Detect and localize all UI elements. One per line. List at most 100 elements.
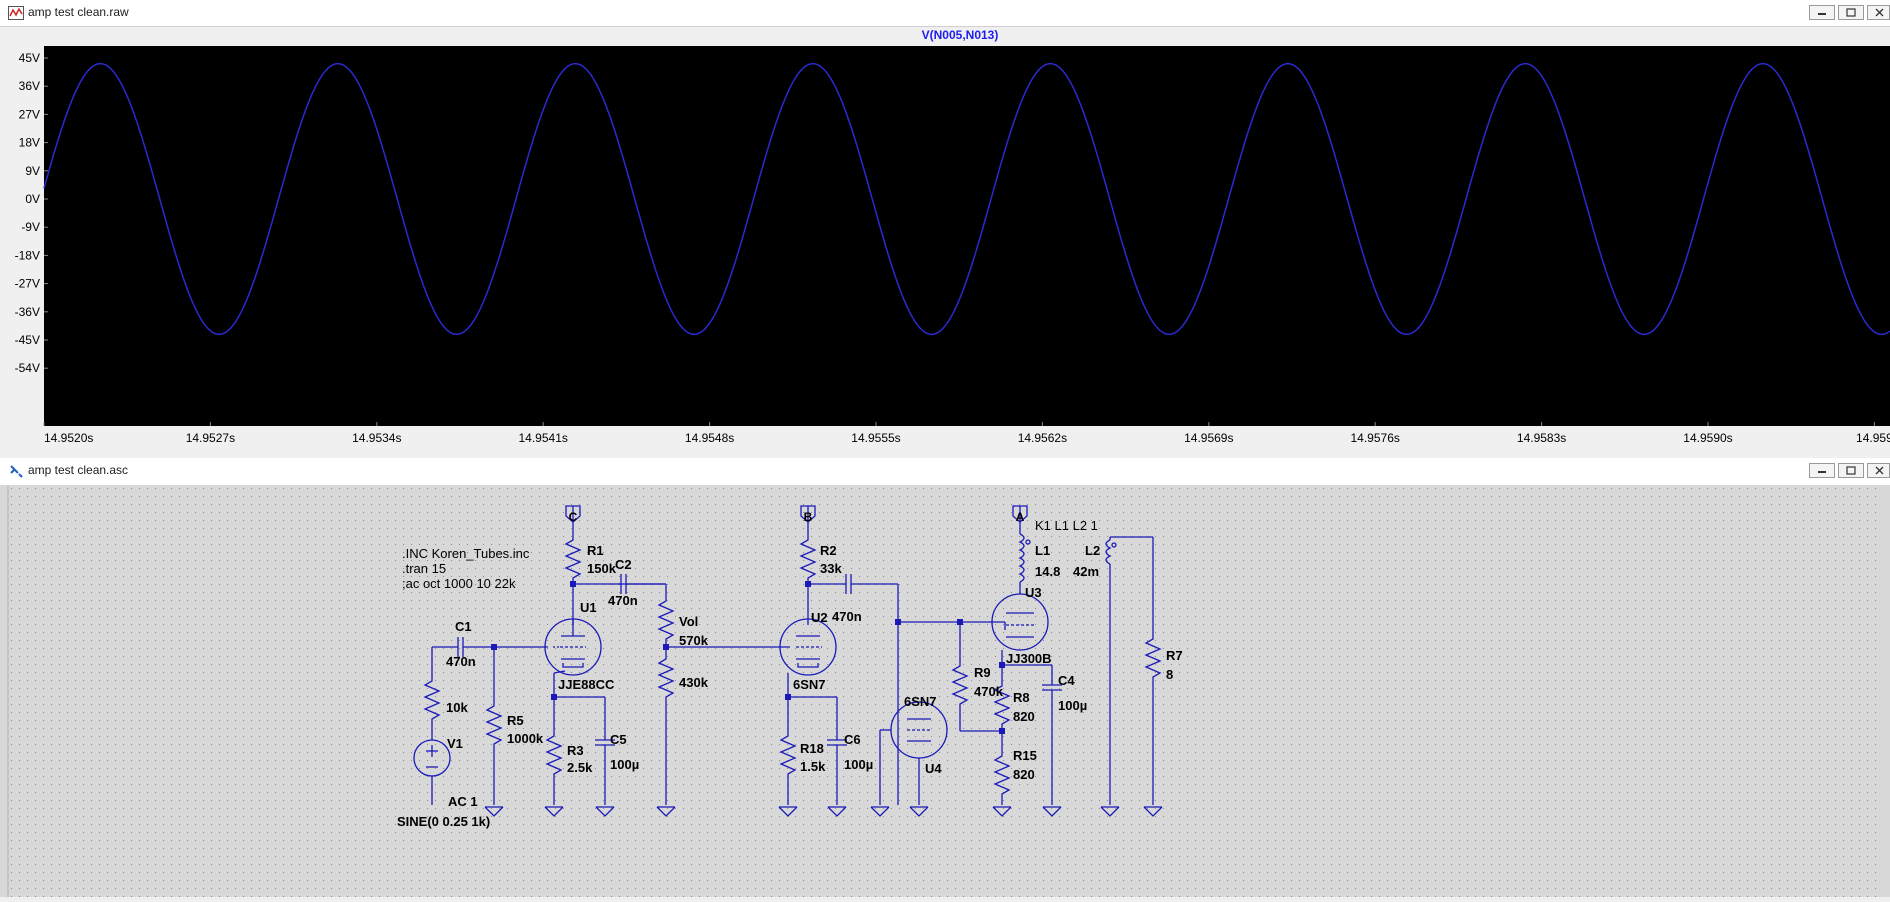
r9-value[interactable]: 470k [974, 684, 1004, 699]
r1-label[interactable]: R1 [587, 543, 604, 558]
close-icon [1875, 466, 1884, 475]
c6-value[interactable]: 100µ [844, 757, 873, 772]
voltage-trace [43, 62, 1890, 336]
directive-ac[interactable]: ;ac oct 1000 10 22k [402, 576, 516, 591]
y-tick-label: 0V [25, 192, 40, 206]
vol-label[interactable]: Vol [679, 614, 698, 629]
x-tick-label: 14.9569s [1184, 431, 1233, 445]
schematic-window-title: amp test clean.asc [28, 463, 129, 477]
directive-tran[interactable]: .tran 15 [402, 561, 446, 576]
c4-label[interactable]: C4 [1058, 673, 1075, 688]
waveform-icon [8, 6, 24, 20]
directive-inc[interactable]: .INC Koren_Tubes.inc [402, 546, 530, 561]
r-input-value[interactable]: 10k [446, 700, 468, 715]
l1-value[interactable]: 14.8 [1035, 564, 1060, 579]
vol-value-1[interactable]: 570k [679, 633, 709, 648]
r2-label[interactable]: R2 [820, 543, 837, 558]
minimize-icon [1818, 13, 1826, 15]
schematic-window-titlebar[interactable]: amp test clean.asc [0, 458, 1890, 486]
plot-window-titlebar[interactable]: amp test clean.raw [0, 0, 1890, 27]
y-tick-label: 36V [19, 79, 40, 93]
u4-label[interactable]: U4 [925, 761, 942, 776]
y-tick-label: 9V [25, 164, 40, 178]
r3-value[interactable]: 2.5k [567, 760, 593, 775]
x-tick-label: 14.9583s [1517, 431, 1566, 445]
c4-value[interactable]: 100µ [1058, 698, 1087, 713]
close-button-2[interactable] [1867, 463, 1890, 478]
schematic-canvas[interactable]: .INC Koren_Tubes.inc .tran 15 ;ac oct 10… [0, 485, 1890, 897]
maximize-icon [1846, 466, 1856, 475]
r1-value[interactable]: 150k [587, 561, 617, 576]
y-tick-label: -45V [15, 333, 40, 347]
r2-value[interactable]: 33k [820, 561, 842, 576]
r18-label[interactable]: R18 [800, 741, 824, 756]
vol-value-2[interactable]: 430k [679, 675, 709, 690]
u1-label[interactable]: U1 [580, 600, 597, 615]
plot-window-title: amp test clean.raw [28, 5, 129, 19]
c5-value[interactable]: 100µ [610, 757, 639, 772]
minimize-button-2[interactable] [1809, 463, 1835, 478]
y-tick-label: -27V [15, 277, 40, 291]
c1-value[interactable]: 470n [446, 654, 476, 669]
r3-label[interactable]: R3 [567, 743, 584, 758]
c5-label[interactable]: C5 [610, 732, 627, 747]
l2-value[interactable]: 42m [1073, 564, 1099, 579]
r15-value[interactable]: 820 [1013, 767, 1035, 782]
x-tick-label: 14.9520s [44, 431, 93, 445]
r9-label[interactable]: R9 [974, 665, 991, 680]
waveform-plot[interactable]: V(N005,N013) 45V36V27V18V9V0V-9V-18V-27V… [0, 27, 1890, 447]
port-c-label: C [569, 510, 578, 524]
u4-type[interactable]: 6SN7 [904, 694, 937, 709]
l1-label[interactable]: L1 [1035, 543, 1050, 558]
r7-label[interactable]: R7 [1166, 648, 1183, 663]
x-tick-label: 14.9576s [1351, 431, 1400, 445]
l2-label[interactable]: L2 [1085, 543, 1100, 558]
r15-label[interactable]: R15 [1013, 748, 1037, 763]
u2-label[interactable]: U2 [811, 610, 828, 625]
r5-label[interactable]: R5 [507, 713, 524, 728]
u3-label[interactable]: U3 [1025, 585, 1042, 600]
v1-label[interactable]: V1 [447, 736, 463, 751]
y-tick-label: 45V [19, 51, 40, 65]
schematic-wires [413, 505, 1163, 817]
u1-type[interactable]: JJE88CC [558, 677, 615, 692]
y-tick-label: -36V [15, 305, 40, 319]
r8-label[interactable]: R8 [1013, 690, 1030, 705]
maximize-button[interactable] [1838, 5, 1864, 20]
v1-sine[interactable]: SINE(0 0.25 1k) [397, 814, 490, 829]
close-icon [1875, 8, 1884, 17]
c2-value[interactable]: 470n [608, 593, 638, 608]
r18-value[interactable]: 1.5k [800, 759, 826, 774]
close-button[interactable] [1867, 5, 1890, 20]
directive-coupling[interactable]: K1 L1 L2 1 [1035, 518, 1098, 533]
x-tick-label: 14.9541s [519, 431, 568, 445]
x-tick-label: 14.9534s [352, 431, 401, 445]
c3-value[interactable]: 470n [832, 609, 862, 624]
port-a-label: A [1016, 510, 1025, 524]
x-tick-label: 14.9555s [851, 431, 900, 445]
y-tick-label: 27V [19, 107, 40, 121]
u2-type[interactable]: 6SN7 [793, 677, 826, 692]
r8-value[interactable]: 820 [1013, 709, 1035, 724]
c1-label[interactable]: C1 [455, 619, 472, 634]
port-b-label: B [804, 510, 813, 524]
r7-value[interactable]: 8 [1166, 667, 1173, 682]
c6-label[interactable]: C6 [844, 732, 861, 747]
maximize-button-2[interactable] [1838, 463, 1864, 478]
c2-label[interactable]: C2 [615, 557, 632, 572]
plot-area[interactable] [44, 46, 1890, 426]
minimize-button[interactable] [1809, 5, 1835, 20]
minimize-icon [1818, 471, 1826, 473]
x-tick-label: 14.9527s [186, 431, 235, 445]
schematic-junctions [491, 581, 1005, 734]
r5-value[interactable]: 1000k [507, 731, 544, 746]
schematic-drawing[interactable]: .INC Koren_Tubes.inc .tran 15 ;ac oct 10… [0, 485, 1890, 897]
maximize-icon [1846, 8, 1856, 17]
u3-type[interactable]: JJ300B [1006, 651, 1052, 666]
x-tick-label: 14.9590s [1683, 431, 1732, 445]
trace-label[interactable]: V(N005,N013) [922, 28, 999, 42]
v1-ac[interactable]: AC 1 [448, 794, 478, 809]
